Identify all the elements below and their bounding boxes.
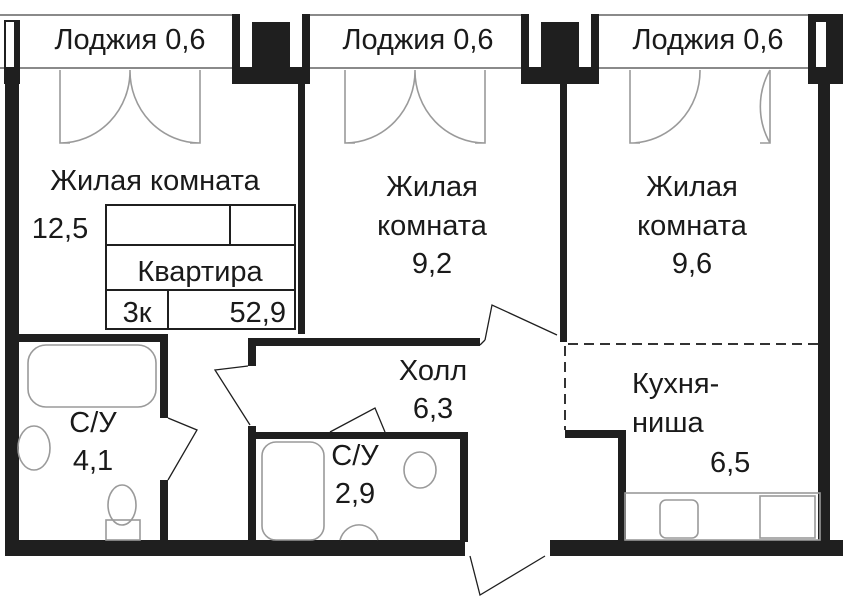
loggia-label-1: Лоджия 0,6 [54, 24, 205, 56]
balcony-doors [59, 69, 771, 144]
living2-area: 9,2 [412, 248, 452, 280]
kitchen-name-2: ниша [632, 407, 704, 439]
bath2-name: С/У [331, 440, 379, 472]
bath2-area: 2,9 [335, 478, 375, 510]
bath1-area: 4,1 [73, 445, 113, 477]
apartment-info-table: Квартира 3к 52,9 [105, 204, 296, 330]
kitchen-area: 6,5 [710, 447, 750, 479]
walls [5, 84, 843, 556]
kitchen-boundary [564, 343, 818, 430]
living3-area: 9,6 [672, 248, 712, 280]
living2-name-2: комната [377, 210, 488, 242]
living3-name-2: комната [637, 210, 748, 242]
info-rooms: 3к [123, 297, 152, 329]
loggia-label-3: Лоджия 0,6 [632, 24, 783, 56]
living1-name: Жилая комната [50, 165, 260, 197]
bath1-name: С/У [69, 407, 117, 439]
info-total-area: 52,9 [230, 297, 286, 329]
loggia-band [0, 14, 843, 69]
fixtures [17, 344, 821, 541]
interior-doors [167, 304, 558, 597]
hall-area: 6,3 [413, 393, 453, 425]
info-title: Квартира [137, 256, 263, 288]
living2-name-1: Жилая [386, 171, 478, 203]
loggia-label-2: Лоджия 0,6 [342, 24, 493, 56]
living1-area: 12,5 [32, 213, 88, 245]
pillars [4, 14, 843, 84]
hall-name: Холл [399, 355, 467, 387]
living3-name-1: Жилая [646, 171, 738, 203]
kitchen-name-1: Кухня- [632, 368, 719, 400]
